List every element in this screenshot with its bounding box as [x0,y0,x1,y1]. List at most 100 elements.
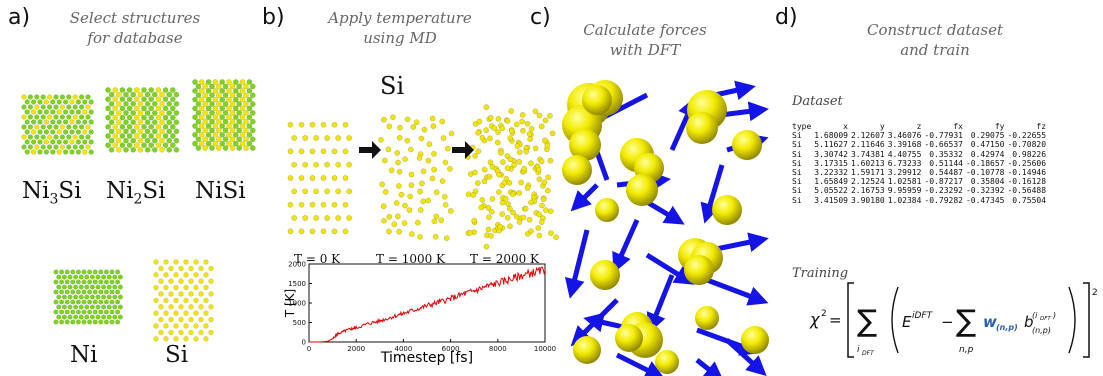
atom [483,127,489,133]
atom [496,189,502,195]
atom [70,319,76,325]
atom [536,232,543,239]
atom [59,269,65,275]
force-arrow [646,274,675,334]
atom [115,279,121,285]
atom [148,133,154,139]
atom [141,114,147,121]
atom [119,87,126,93]
atom [69,129,75,135]
atom [37,129,43,135]
atom [408,146,414,153]
label-nisi: NiSi [195,178,246,204]
force-arrow [695,358,725,376]
atom [126,96,133,102]
atom [504,214,511,221]
atom [163,310,169,316]
atom [59,144,66,150]
atom [396,134,403,141]
atom [508,108,514,114]
atom [287,121,294,128]
atom [226,105,232,112]
table-cell: 0.29075 [970,131,1005,141]
atom [302,215,308,221]
atom [88,149,94,155]
atom [313,215,319,221]
atom [50,99,56,105]
atom [116,137,122,144]
label-ni3si: Ni3Si [22,178,82,208]
atom [59,289,65,295]
atom [30,119,37,125]
panel-label-c: c) [530,5,551,30]
y-axis-label: T [K] [283,289,297,318]
atom [105,142,111,148]
atom [379,181,385,188]
table-cell: 6.73233 [887,158,922,168]
atom [130,91,136,98]
atom [324,215,330,221]
table-cell: 0.47150 [970,140,1005,150]
atom [215,136,222,142]
atom [504,118,511,124]
atom [85,104,91,110]
force-arrow [725,338,767,376]
atom [544,142,551,149]
atom [103,319,109,325]
atom [162,105,169,112]
y-tick-label: 0 [302,339,306,347]
atom [112,294,118,300]
atom [116,146,122,153]
svg-text:−: − [941,313,954,331]
atom [409,231,415,237]
atom [78,114,85,120]
atom [21,134,27,140]
atom [27,144,34,150]
atom [198,79,205,85]
atom [381,217,387,224]
atom [73,294,79,300]
atom [447,208,454,214]
atom [475,148,482,155]
table-cell: -0.79282 [924,195,963,205]
atom [173,119,180,125]
atom [123,146,129,153]
atom [202,145,208,151]
atom [249,118,256,125]
atom [162,114,169,121]
atom [178,265,184,272]
atom [115,289,121,295]
atom [209,101,215,107]
atom [249,101,256,107]
atom [95,284,101,290]
atom [130,128,136,135]
atom [144,91,151,98]
atom [75,279,81,285]
atom [335,161,341,168]
atom [153,310,159,316]
atom [183,259,189,265]
atom [30,99,37,105]
atom [56,119,62,125]
label-ni2si: Ni2Si [106,178,166,208]
atom [395,159,401,166]
atom [513,121,520,128]
atom [75,129,82,135]
atom [34,134,40,140]
atom [67,294,73,300]
atom [78,284,84,290]
atom [249,145,256,151]
atom [188,329,194,336]
atom [108,91,115,98]
table-cell: 2.16753 [850,186,885,196]
atom [212,105,219,112]
atom [192,88,198,94]
atom [212,79,219,85]
atom [141,124,147,130]
atom [153,323,159,329]
atom [169,124,176,130]
atom [239,114,246,120]
atom [195,127,202,134]
